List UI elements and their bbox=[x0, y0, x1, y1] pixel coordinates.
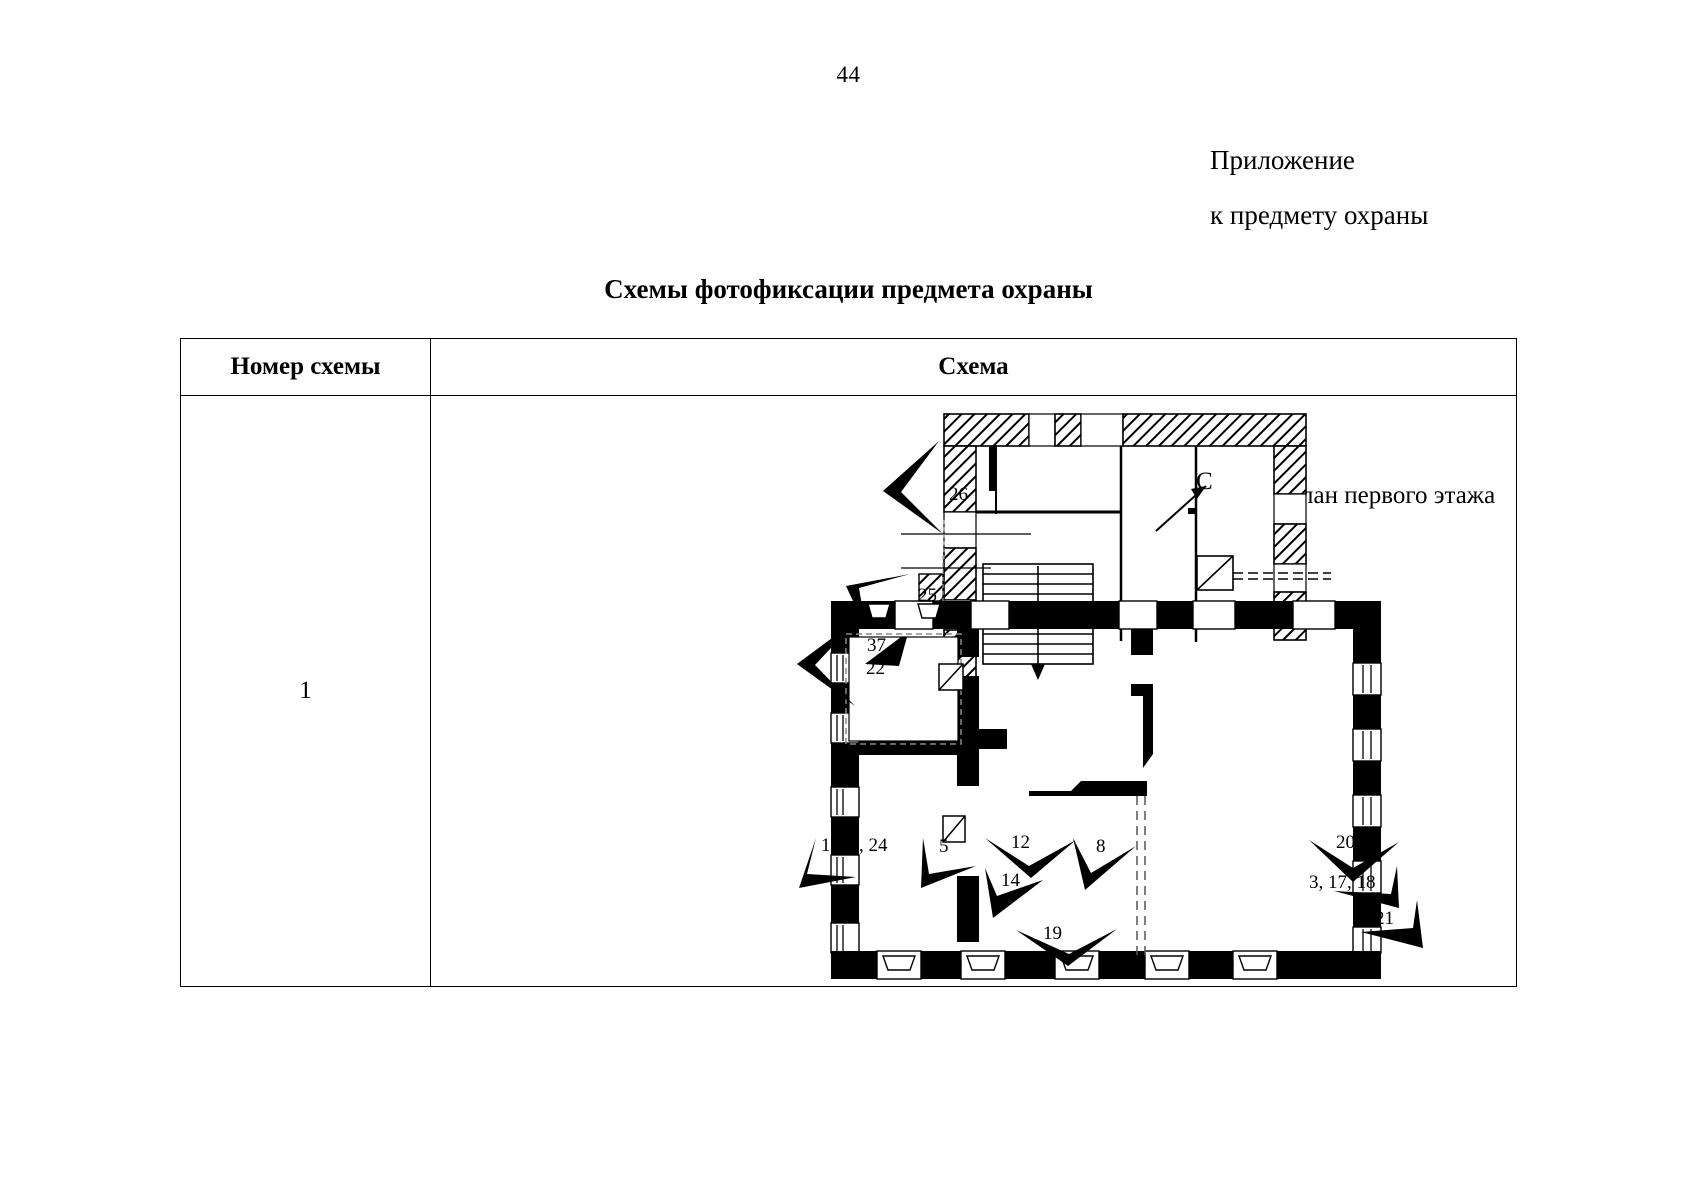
appendix-line-2: к предмету охраны bbox=[1210, 200, 1429, 230]
svg-text:19: 19 bbox=[1043, 923, 1062, 944]
marker-19: 19 bbox=[1016, 923, 1117, 966]
svg-text:26: 26 bbox=[949, 484, 968, 505]
svg-text:14: 14 bbox=[1001, 870, 1021, 891]
marker-14: 14 bbox=[985, 868, 1043, 918]
annex-door-symbol bbox=[1196, 555, 1331, 591]
plan-caption: План первого этажа bbox=[1283, 482, 1496, 509]
room-37-text: 37 bbox=[867, 635, 886, 656]
marker-12: 12 bbox=[985, 832, 1076, 878]
floorplan-drawing: 37 26 25 bbox=[797, 413, 1423, 980]
scheme-number-cell: 1 bbox=[180, 395, 431, 987]
appendix-block: Приложение к предмету охраны bbox=[1210, 133, 1428, 243]
scheme-drawing-cell: План первого этажа С bbox=[430, 395, 1517, 987]
marker-25: 25 bbox=[846, 574, 937, 629]
floorplan-figure: План первого этажа С bbox=[431, 396, 1516, 986]
room-label-37: 37 bbox=[865, 635, 907, 666]
north-arrow-icon bbox=[1155, 485, 1207, 532]
marker-21: 21 bbox=[1361, 900, 1423, 948]
marker-1-23-24: 1, 23, 24 bbox=[799, 835, 888, 888]
page-title: Схемы фотофиксации предмета охраны bbox=[604, 274, 1093, 304]
table-header-row: Номер схемы Схема bbox=[180, 338, 1517, 396]
marker-5: 5 bbox=[921, 836, 976, 888]
schemes-table: Номер схемы Схема 1 План первого этажа С bbox=[180, 338, 1517, 987]
svg-text:22: 22 bbox=[866, 658, 885, 679]
svg-text:21: 21 bbox=[1375, 908, 1394, 929]
svg-text:3, 17, 18: 3, 17, 18 bbox=[1309, 872, 1376, 893]
marker-8: 8 bbox=[1073, 836, 1136, 890]
marker-3-17-18: 3, 17, 18 bbox=[1309, 866, 1399, 908]
svg-text:20: 20 bbox=[1336, 832, 1355, 853]
svg-text:12: 12 bbox=[1011, 832, 1030, 853]
appendix-line-1: Приложение bbox=[1210, 145, 1355, 175]
table-row: 1 План первого этажа С bbox=[180, 395, 1517, 987]
column-header-scheme-number: Номер схемы bbox=[180, 338, 431, 396]
main-building-outline bbox=[830, 600, 1382, 980]
page-number: 44 bbox=[836, 62, 861, 87]
annex-joint-wall bbox=[918, 573, 944, 602]
interior-door-symbols bbox=[938, 663, 966, 843]
marker-20: 20 bbox=[1309, 832, 1399, 882]
svg-text:8: 8 bbox=[1096, 836, 1106, 857]
svg-text:25: 25 bbox=[918, 585, 937, 606]
svg-text:5: 5 bbox=[939, 836, 949, 857]
marker-26: 26 bbox=[883, 441, 968, 534]
marker-22: 22 bbox=[797, 618, 885, 706]
svg-text:1, 23, 24: 1, 23, 24 bbox=[821, 835, 888, 856]
column-header-scheme: Схема bbox=[430, 338, 1517, 396]
